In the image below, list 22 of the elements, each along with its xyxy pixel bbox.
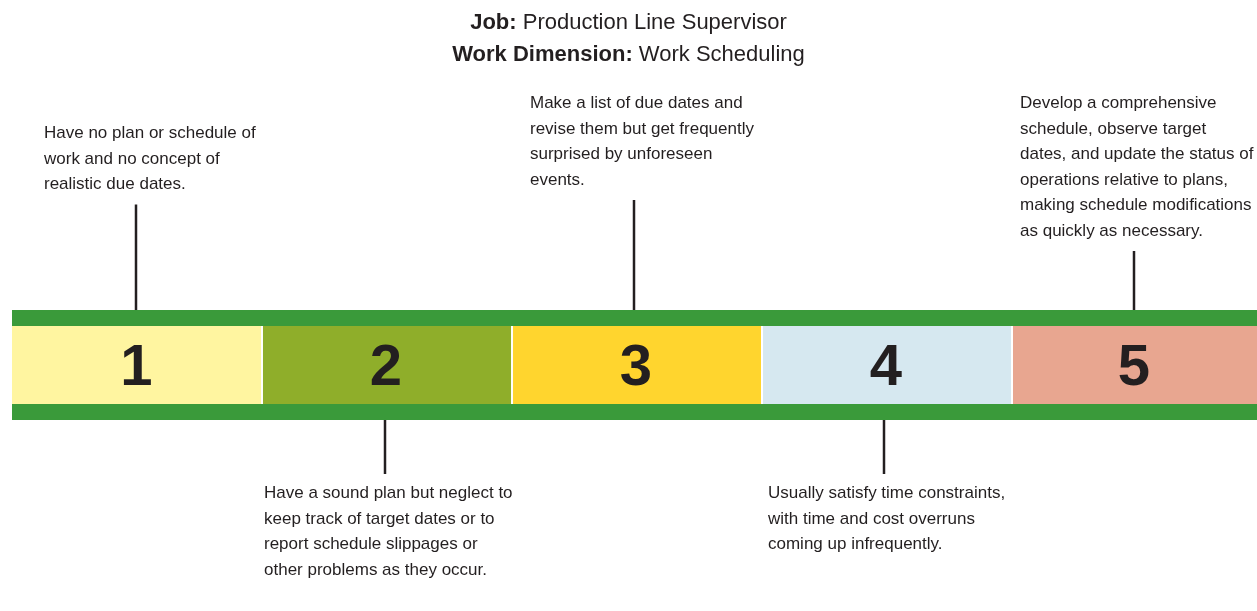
anchor-description: Develop a comprehensive schedule, observe target dates, and update the status of operations relative to plans, making schedule modifications as quickly as necessary. (1020, 90, 1255, 243)
scale-cell (761, 310, 1011, 420)
scale-cell (261, 310, 511, 420)
scale-number: 3 (619, 336, 653, 394)
leader-line (632, 200, 636, 310)
title: Job: Production Line Supervisor (469, 8, 788, 36)
scale-number: 1 (120, 336, 153, 394)
leader-line (1132, 251, 1136, 310)
leader-line (882, 420, 886, 474)
scale-number: 2 (369, 336, 403, 394)
scale-cell (1011, 310, 1257, 420)
scale-number: 5 (1117, 336, 1151, 394)
anchor-description: Usually satisfy time constraints, with time and cost overruns coming up infrequently. (768, 480, 1013, 557)
scale-cell (511, 310, 761, 420)
anchor-description: Have a sound plan but neglect to keep track of target dates or to report schedule slippages or other problems as they occur. (264, 480, 514, 582)
anchor-description: Make a list of due dates and revise them but get frequently surprised by unforeseen events. (530, 90, 758, 192)
scale-number: 4 (869, 336, 903, 394)
leader-line (134, 204, 138, 310)
anchor-description: Have no plan or schedule of work and no concept of realistic due dates. (44, 120, 269, 197)
subtitle: Work Dimension: Work Scheduling (451, 40, 806, 68)
leader-line (383, 420, 387, 474)
scale-cell (12, 310, 261, 420)
